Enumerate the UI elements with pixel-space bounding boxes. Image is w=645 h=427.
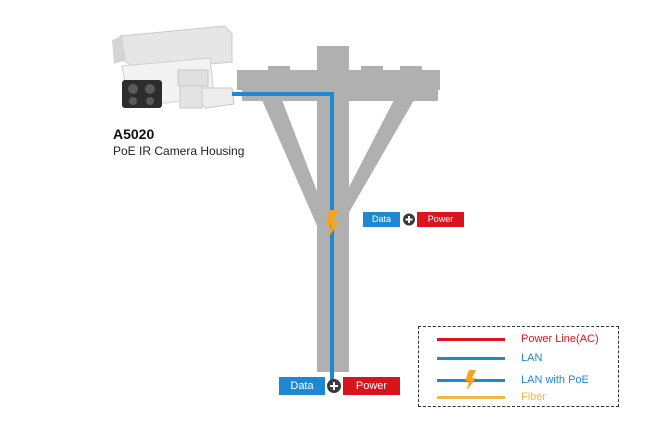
- legend: Power Line(AC) LAN LAN with PoE Fiber: [418, 326, 619, 407]
- power-tag: Power: [417, 212, 464, 227]
- camera-housing: [112, 25, 235, 109]
- lightning-bolt-icon: [326, 210, 340, 238]
- data-tag: Data: [363, 212, 400, 227]
- legend-item-lan-poe: LAN with PoE: [419, 370, 619, 390]
- legend-label: Fiber: [521, 391, 547, 403]
- legend-item-fiber: Fiber: [419, 389, 619, 405]
- plus-icon: [327, 379, 341, 393]
- legend-label: LAN with PoE: [521, 374, 589, 386]
- legend-swatch: [437, 396, 505, 399]
- legend-label: LAN: [521, 352, 543, 364]
- legend-item-lan: LAN: [419, 350, 619, 366]
- legend-item-power-line: Power Line(AC): [419, 331, 619, 347]
- camera-description: PoE IR Camera Housing: [113, 144, 245, 158]
- legend-label: Power Line(AC): [521, 333, 599, 345]
- camera-model: A5020: [113, 126, 155, 142]
- lan-poe-cable: [232, 92, 334, 384]
- plus-icon: [403, 213, 415, 226]
- lightning-bolt-icon: [465, 370, 476, 390]
- legend-swatch: [437, 357, 505, 360]
- legend-swatch: [437, 338, 505, 341]
- power-tag: Power: [343, 377, 400, 395]
- data-tag: Data: [279, 377, 325, 395]
